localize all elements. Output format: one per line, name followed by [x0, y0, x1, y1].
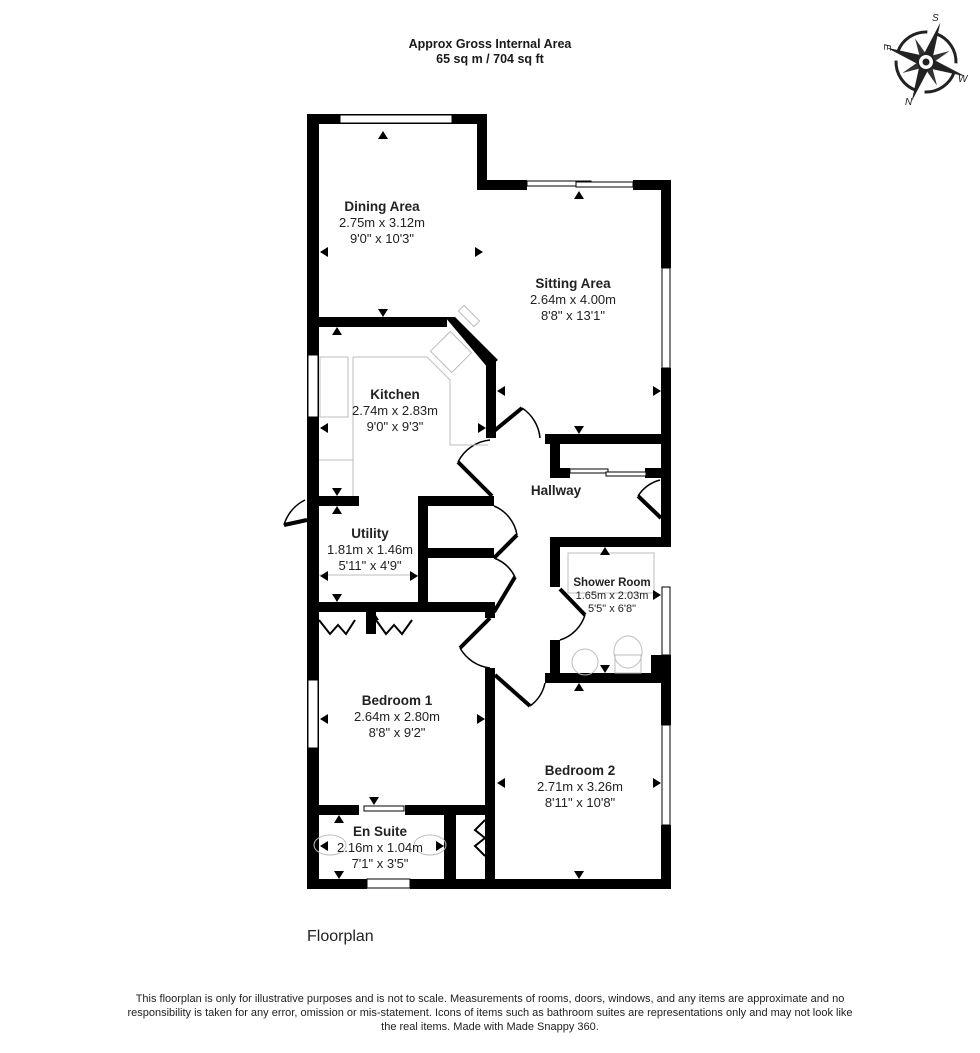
bath-icon [567, 552, 655, 594]
gross-area-value: 65 sq m / 704 sq ft [436, 52, 544, 66]
room-sitting-area: Sitting Area 2.64m x 4.00m 8'8" x 13'1" [530, 276, 616, 323]
room-dining-area: Dining Area 2.75m x 3.12m 9'0" x 10'3" [339, 199, 425, 246]
room-bedroom-2: Bedroom 2 2.71m x 3.26m 8'11" x 10'8" [537, 763, 623, 810]
compass-south-label: S [932, 13, 939, 24]
room-kitchen: Kitchen 2.74m x 2.83m 9'0" x 9'3" [352, 387, 438, 434]
dimension-arrows [320, 131, 661, 879]
compass-north-label: N [905, 97, 913, 108]
gross-area-title: Approx Gross Internal Area [408, 37, 572, 51]
windows [307, 114, 671, 889]
doors [283, 406, 663, 857]
gross-area-header: Approx Gross Internal Area 65 sq m / 704… [340, 37, 640, 67]
room-bedroom-1: Bedroom 1 2.64m x 2.80m 8'8" x 9'2" [354, 693, 440, 740]
sink-icon [319, 356, 349, 418]
room-hallway: Hallway [530, 483, 582, 498]
basin-icon [571, 648, 599, 676]
compass-rose-icon: S N E W [881, 13, 969, 108]
en-suite-basin-icon [313, 834, 347, 856]
compass-east-label: E [881, 44, 892, 51]
room-shower-room: Shower Room 1.65m x 2.03m 5'5" x 6'8" [573, 577, 651, 615]
en-suite-toilet-icon [413, 834, 447, 856]
disclaimer-text: This floorplan is only for illustrative … [127, 993, 853, 1033]
floor-title: Floorplan [307, 928, 374, 945]
room-utility: Utility 1.81m x 1.46m 5'11" x 4'9" [327, 526, 413, 573]
toilet-icon [613, 635, 643, 669]
hob-icon [429, 330, 473, 374]
compass-west-label: W [958, 74, 969, 85]
room-en-suite: En Suite 2.16m x 1.04m 7'1" x 3'5" [337, 824, 423, 871]
fixtures [313, 304, 655, 856]
